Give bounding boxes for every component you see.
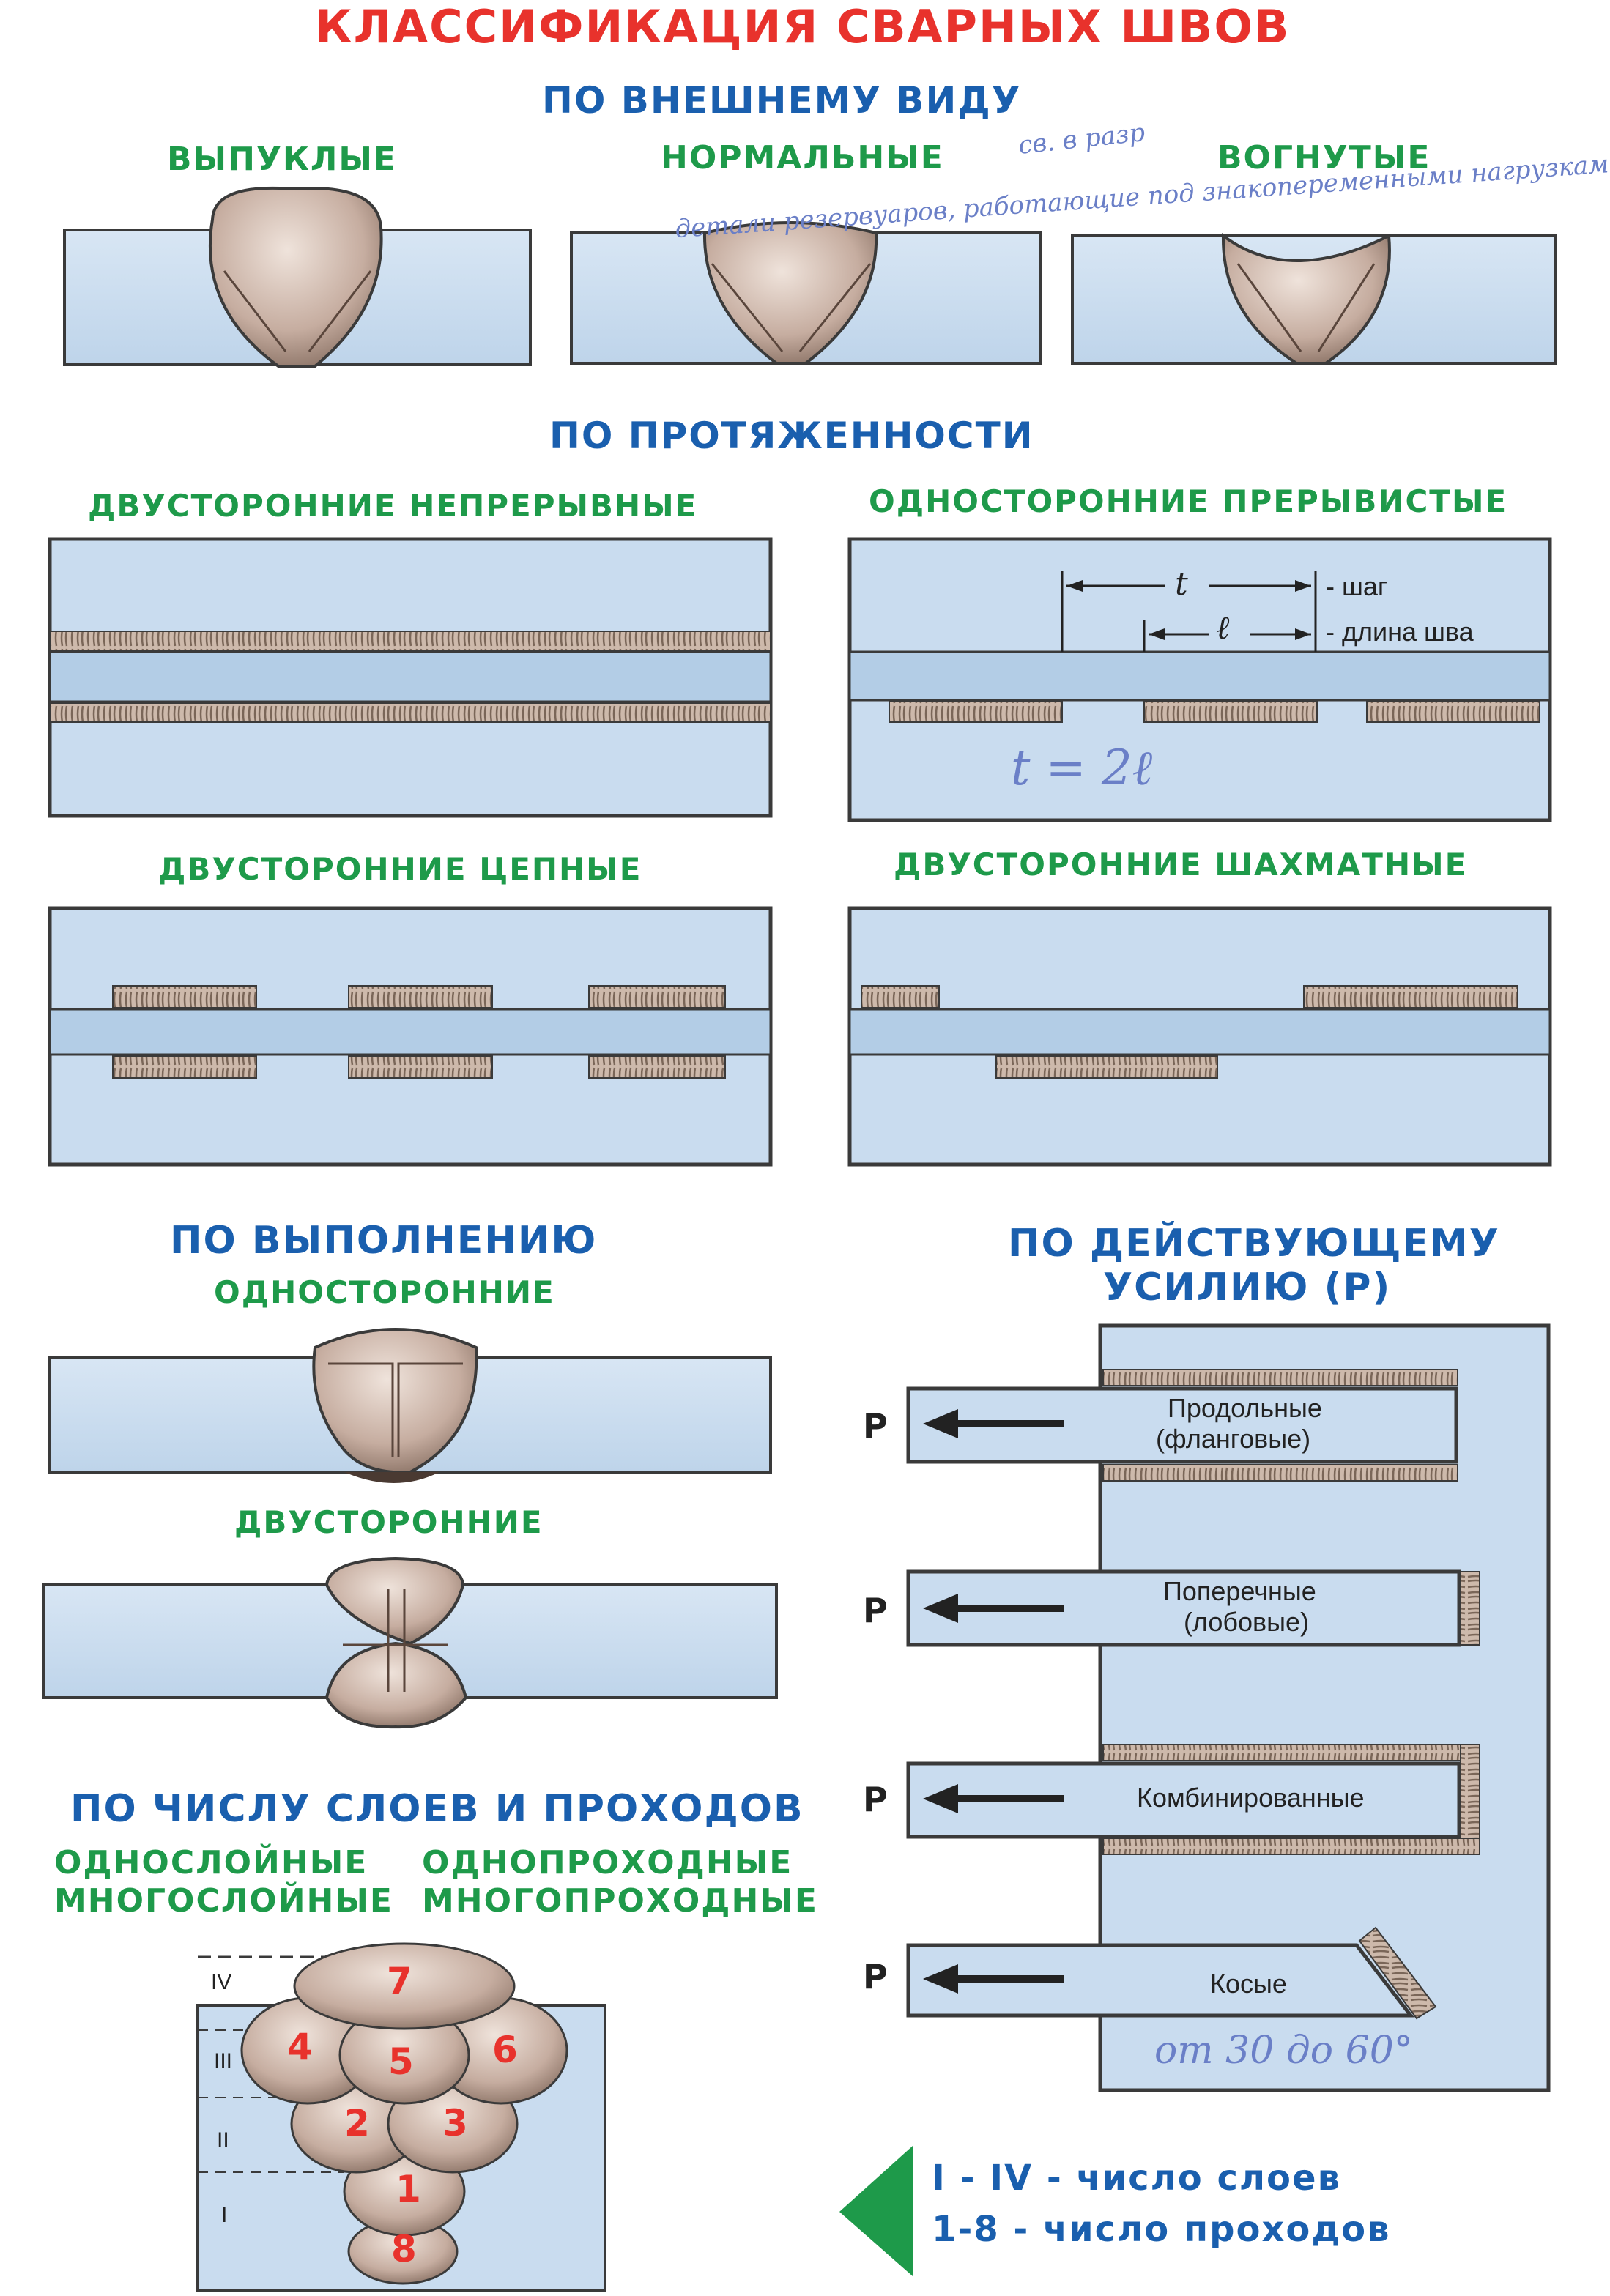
single-pass-label: ОДНОПРОХОДНЫЕ bbox=[422, 1844, 793, 1881]
layer-label-II: II bbox=[217, 2128, 229, 2152]
layer-label-IV: IV bbox=[211, 1970, 232, 1994]
double-sided-weld-diagram bbox=[42, 1556, 778, 1729]
extent-heading: ПО ПРОТЯЖЕННОСТИ bbox=[549, 415, 1034, 457]
layer-label-I: I bbox=[221, 2203, 228, 2227]
multi-layer-label: МНОГОСЛОЙНЫЕ bbox=[54, 1882, 393, 1920]
double-sided-label: ДВУСТОРОННИЕ bbox=[234, 1504, 544, 1540]
legend-arrow bbox=[839, 2146, 913, 2276]
double-continuous-label: ДВУСТОРОННИЕ НЕПРЕРЫВНЫЕ bbox=[88, 488, 698, 524]
longitudinal-line2: (фланговые) bbox=[1156, 1424, 1311, 1454]
page-title: КЛАССИФИКАЦИЯ СВАРНЫХ ШВОВ bbox=[315, 0, 1291, 53]
force-heading-line2: УСИЛИЮ (Р) bbox=[1103, 1266, 1392, 1309]
pass-number-8: 8 bbox=[391, 2228, 418, 2270]
pass-number-4: 4 bbox=[287, 2026, 314, 2068]
convex-label: ВЫПУКЛЫЕ bbox=[167, 141, 398, 178]
single-sided-label: ОДНОСТОРОННИЕ bbox=[214, 1274, 555, 1310]
transverse-line2: (лобовые) bbox=[1184, 1607, 1310, 1637]
single-intermittent-diagram bbox=[847, 537, 1552, 822]
handwritten-formula: t = 2ℓ bbox=[1011, 740, 1153, 796]
normal-weld-diagram bbox=[570, 221, 1042, 365]
longitudinal-line1: Продольные bbox=[1168, 1393, 1322, 1423]
pitch-symbol: t bbox=[1175, 565, 1188, 603]
normal-label: НОРМАЛЬНЫЕ bbox=[661, 139, 944, 177]
convex-weld-diagram bbox=[63, 186, 532, 368]
handwritten-angle: от 30 до 60° bbox=[1154, 2029, 1413, 2073]
single-sided-weld-diagram bbox=[48, 1328, 772, 1483]
pitch-label: - шаг bbox=[1326, 571, 1388, 601]
pass-number-7: 7 bbox=[387, 1960, 414, 2002]
layers-heading: ПО ЧИСЛУ СЛОЕВ И ПРОХОДОВ bbox=[70, 1787, 804, 1831]
force-p-4: Р bbox=[863, 1957, 889, 1996]
appearance-heading: ПО ВНЕШНЕМУ ВИДУ bbox=[542, 79, 1022, 122]
force-p-2: Р bbox=[863, 1591, 889, 1630]
concave-weld-diagram bbox=[1071, 233, 1557, 365]
layer-label-III: III bbox=[214, 2049, 233, 2073]
legend-layers: I - IV - число слоев bbox=[932, 2158, 1341, 2199]
length-symbol: ℓ bbox=[1216, 609, 1230, 647]
length-label: - длина шва bbox=[1326, 617, 1474, 647]
pass-number-2: 2 bbox=[344, 2102, 371, 2144]
double-chain-label: ДВУСТОРОННИЕ ЦЕПНЫЕ bbox=[158, 851, 642, 887]
oblique-label: Косые bbox=[1210, 1969, 1287, 1999]
double-staggered-label: ДВУСТОРОННИЕ ШАХМАТНЫЕ bbox=[894, 847, 1468, 883]
force-p-3: Р bbox=[863, 1780, 889, 1819]
single-intermittent-label: ОДНОСТОРОННИЕ ПРЕРЫВИСТЫЕ bbox=[869, 483, 1508, 519]
transverse-line1: Поперечные bbox=[1163, 1576, 1316, 1606]
pass-number-1: 1 bbox=[396, 2168, 423, 2210]
double-chain-diagram bbox=[48, 906, 773, 1167]
handwritten-note-1: св. в разр bbox=[1017, 118, 1147, 160]
pass-number-6: 6 bbox=[492, 2029, 519, 2071]
execution-heading: ПО ВЫПОЛНЕНИЮ bbox=[170, 1219, 598, 1263]
double-continuous-diagram bbox=[48, 537, 773, 818]
double-staggered-diagram bbox=[847, 906, 1552, 1167]
force-heading-line1: ПО ДЕЙСТВУЮЩЕМУ bbox=[1008, 1222, 1500, 1266]
force-p-1: Р bbox=[863, 1406, 889, 1446]
legend-passes: 1-8 - число проходов bbox=[932, 2209, 1391, 2250]
pass-number-5: 5 bbox=[388, 2040, 415, 2083]
pass-number-3: 3 bbox=[442, 2102, 470, 2144]
concave-label: ВОГНУТЫЕ bbox=[1217, 139, 1431, 177]
combined-label: Комбинированные bbox=[1137, 1783, 1365, 1813]
single-layer-label: ОДНОСЛОЙНЫЕ bbox=[54, 1844, 368, 1881]
multi-pass-label: МНОГОПРОХОДНЫЕ bbox=[422, 1882, 818, 1920]
